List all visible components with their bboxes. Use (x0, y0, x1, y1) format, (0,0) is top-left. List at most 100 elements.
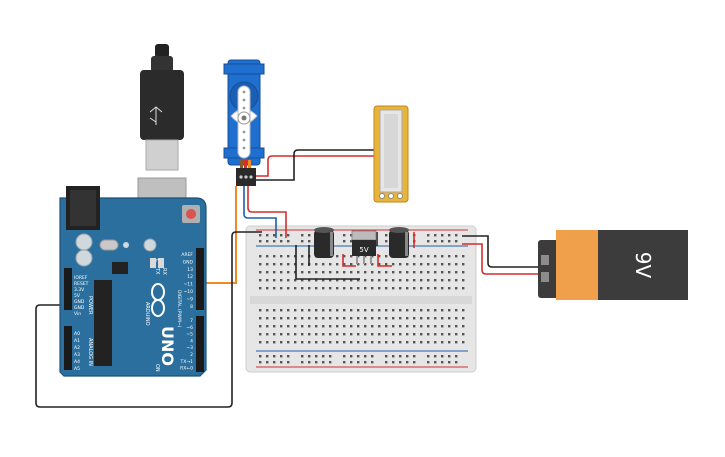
bb-hole[interactable] (462, 309, 465, 312)
bb-hole[interactable] (462, 341, 465, 344)
bb-hole[interactable] (301, 271, 304, 274)
bb-hole[interactable] (413, 341, 416, 344)
bb-rail-hole[interactable] (259, 234, 262, 237)
bb-hole[interactable] (301, 317, 304, 320)
bb-rail-hole[interactable] (266, 355, 269, 358)
bb-hole[interactable] (413, 325, 416, 328)
bb-hole[interactable] (343, 325, 346, 328)
bb-hole[interactable] (392, 309, 395, 312)
bb-hole[interactable] (280, 333, 283, 336)
bb-hole[interactable] (434, 271, 437, 274)
bb-hole[interactable] (448, 279, 451, 282)
bb-hole[interactable] (280, 309, 283, 312)
battery-positive-wire[interactable] (462, 243, 540, 275)
bb-hole[interactable] (343, 271, 346, 274)
bb-hole[interactable] (420, 255, 423, 258)
digital-header-top[interactable] (196, 248, 204, 310)
bb-hole[interactable] (378, 271, 381, 274)
bb-hole[interactable] (350, 279, 353, 282)
bb-hole[interactable] (329, 341, 332, 344)
bb-rail-hole[interactable] (448, 355, 451, 358)
bb-hole[interactable] (357, 271, 360, 274)
bb-hole[interactable] (427, 271, 430, 274)
bb-hole[interactable] (462, 325, 465, 328)
bb-hole[interactable] (385, 317, 388, 320)
bb-hole[interactable] (336, 263, 339, 266)
bb-rail-hole[interactable] (315, 361, 318, 364)
bb-hole[interactable] (455, 333, 458, 336)
bb-hole[interactable] (322, 309, 325, 312)
bb-hole[interactable] (273, 309, 276, 312)
bb-hole[interactable] (329, 263, 332, 266)
bb-rail-hole[interactable] (329, 361, 332, 364)
bb-hole[interactable] (371, 317, 374, 320)
bb-hole[interactable] (441, 271, 444, 274)
bb-rail-hole[interactable] (280, 234, 283, 237)
bb-hole[interactable] (427, 263, 430, 266)
bb-hole[interactable] (378, 279, 381, 282)
bb-hole[interactable] (399, 341, 402, 344)
bb-rail-hole[interactable] (273, 361, 276, 364)
bb-hole[interactable] (441, 317, 444, 320)
bb-hole[interactable] (273, 341, 276, 344)
bb-hole[interactable] (385, 309, 388, 312)
bb-hole[interactable] (273, 271, 276, 274)
bb-hole[interactable] (364, 325, 367, 328)
bb-hole[interactable] (399, 333, 402, 336)
bb-rail-hole[interactable] (413, 355, 416, 358)
bb-hole[interactable] (420, 333, 423, 336)
bb-hole[interactable] (343, 333, 346, 336)
bb-hole[interactable] (434, 287, 437, 290)
bb-hole[interactable] (434, 341, 437, 344)
bb-hole[interactable] (455, 317, 458, 320)
bb-rail-hole[interactable] (406, 361, 409, 364)
bb-hole[interactable] (371, 325, 374, 328)
bb-rail-hole[interactable] (448, 240, 451, 243)
bb-hole[interactable] (308, 271, 311, 274)
bb-rail-hole[interactable] (392, 355, 395, 358)
bb-hole[interactable] (406, 271, 409, 274)
bb-hole[interactable] (357, 333, 360, 336)
bb-hole[interactable] (308, 333, 311, 336)
bb-rail-hole[interactable] (259, 355, 262, 358)
bb-rail-hole[interactable] (441, 361, 444, 364)
bb-rail-hole[interactable] (427, 361, 430, 364)
bb-hole[interactable] (357, 287, 360, 290)
bb-hole[interactable] (420, 279, 423, 282)
bb-rail-hole[interactable] (455, 361, 458, 364)
bb-rail-hole[interactable] (399, 361, 402, 364)
bb-hole[interactable] (280, 325, 283, 328)
battery-9v[interactable]: 9V (538, 230, 688, 300)
bb-hole[interactable] (371, 279, 374, 282)
bb-rail-hole[interactable] (259, 361, 262, 364)
bb-hole[interactable] (413, 287, 416, 290)
bb-rail-hole[interactable] (427, 240, 430, 243)
bb-rail-hole[interactable] (434, 361, 437, 364)
bb-rail-hole[interactable] (385, 234, 388, 237)
bb-hole[interactable] (385, 255, 388, 258)
bb-rail-hole[interactable] (287, 240, 290, 243)
bb-hole[interactable] (427, 333, 430, 336)
bb-hole[interactable] (336, 279, 339, 282)
bb-hole[interactable] (434, 263, 437, 266)
bb-hole[interactable] (287, 271, 290, 274)
bb-hole[interactable] (441, 333, 444, 336)
bb-hole[interactable] (413, 333, 416, 336)
bb-rail-hole[interactable] (280, 240, 283, 243)
bb-hole[interactable] (455, 279, 458, 282)
bb-rail-hole[interactable] (343, 355, 346, 358)
bb-rail-hole[interactable] (406, 355, 409, 358)
bb-hole[interactable] (385, 333, 388, 336)
bb-hole[interactable] (427, 255, 430, 258)
servo-ground-wire[interactable] (243, 185, 277, 238)
bb-hole[interactable] (343, 317, 346, 320)
bb-rail-hole[interactable] (455, 240, 458, 243)
bb-rail-hole[interactable] (385, 355, 388, 358)
bb-rail-hole[interactable] (273, 240, 276, 243)
bb-hole[interactable] (448, 287, 451, 290)
bb-hole[interactable] (343, 255, 346, 258)
bb-hole[interactable] (259, 325, 262, 328)
bb-hole[interactable] (364, 309, 367, 312)
bb-hole[interactable] (462, 271, 465, 274)
bb-hole[interactable] (378, 341, 381, 344)
